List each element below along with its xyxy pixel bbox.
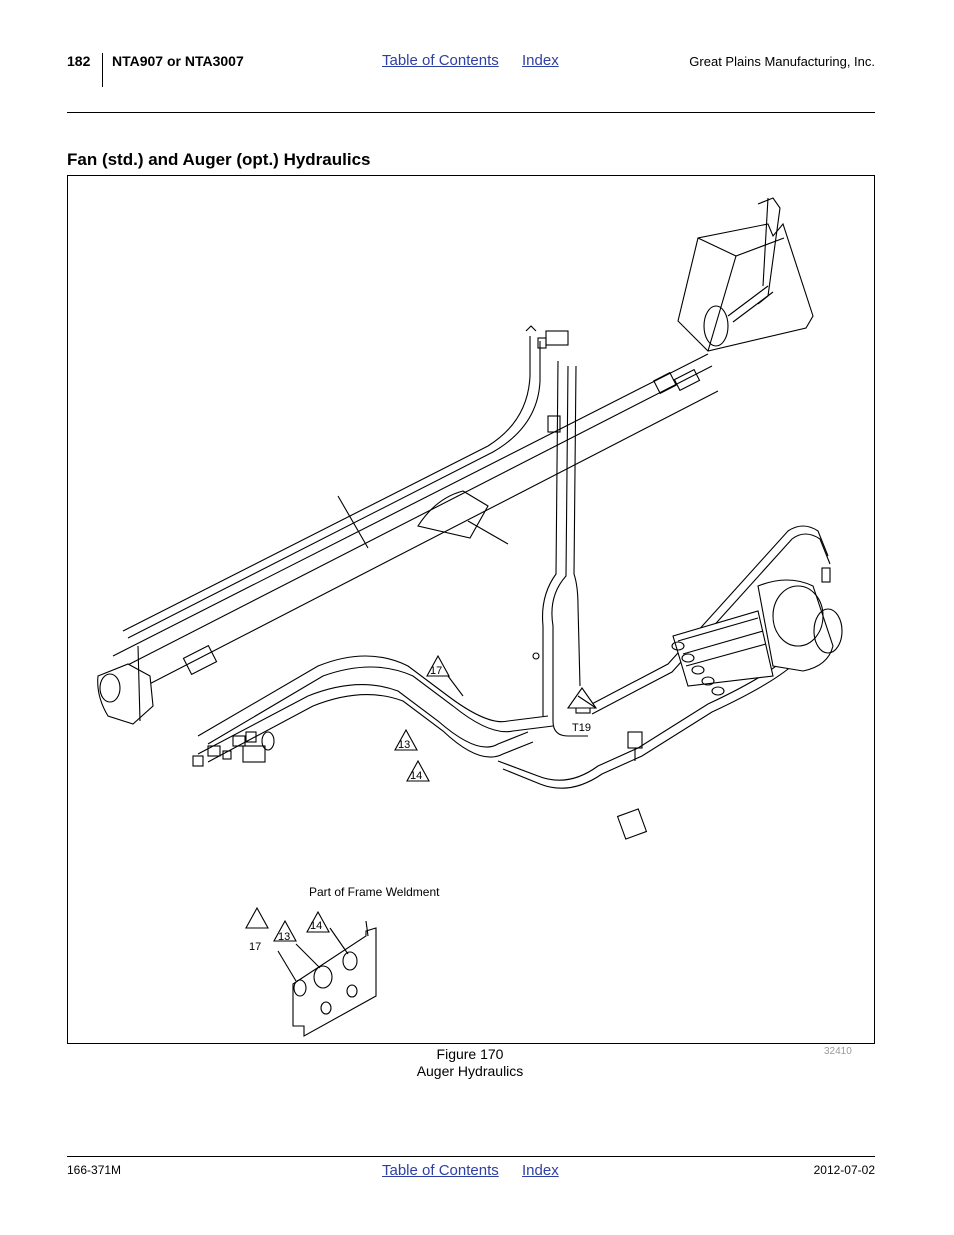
fan-assembly: [671, 567, 843, 696]
doc-number: 166-371M: [67, 1163, 122, 1177]
callout-17: 17: [430, 665, 442, 677]
detail-callout-13: 13: [278, 931, 290, 943]
callout-13: 13: [398, 739, 410, 751]
detail-callout-14: 14: [310, 920, 322, 932]
callout-14: 14: [410, 770, 422, 782]
auger-tube: [97, 353, 719, 725]
publish-date: 2012-07-02: [813, 1163, 875, 1177]
callout-t19: T19: [572, 722, 591, 734]
auger-hydraulics-drawing: 17 13 14 T19 17 13 14 Part of Frame Weld…: [97, 197, 843, 1037]
section-title: Fan (std.) and Auger (opt.) Hydraulics: [67, 150, 371, 169]
header-toc-link[interactable]: Table of Contents: [382, 52, 499, 69]
detail-callout-17: 17: [249, 941, 261, 953]
drawing-id: 32410: [824, 1046, 852, 1057]
figure-frame: 17 13 14 T19 17 13 14 Part of Frame Weld…: [67, 175, 875, 1044]
frame-weldment-detail: [277, 920, 377, 1037]
frame-weldment-label: Part of Frame Weldment: [309, 885, 440, 899]
figure-title: Auger Hydraulics: [416, 1063, 524, 1079]
header-rule: [67, 112, 875, 113]
auger-hoses: [122, 325, 588, 737]
footer-rule: [67, 1156, 875, 1157]
small-parts: [532, 652, 648, 840]
footer-toc-link[interactable]: Table of Contents: [382, 1162, 499, 1179]
figure-number: Figure 170: [436, 1046, 504, 1062]
header-divider: [102, 53, 103, 87]
footer-index-link[interactable]: Index: [522, 1162, 559, 1179]
model-name: NTA907 or NTA3007: [112, 53, 244, 69]
company-name: Great Plains Manufacturing, Inc.: [689, 54, 875, 69]
page-number: 182: [67, 53, 91, 69]
auger-hopper: [677, 197, 814, 352]
fittings-left: [192, 731, 275, 767]
header-index-link[interactable]: Index: [522, 52, 559, 69]
